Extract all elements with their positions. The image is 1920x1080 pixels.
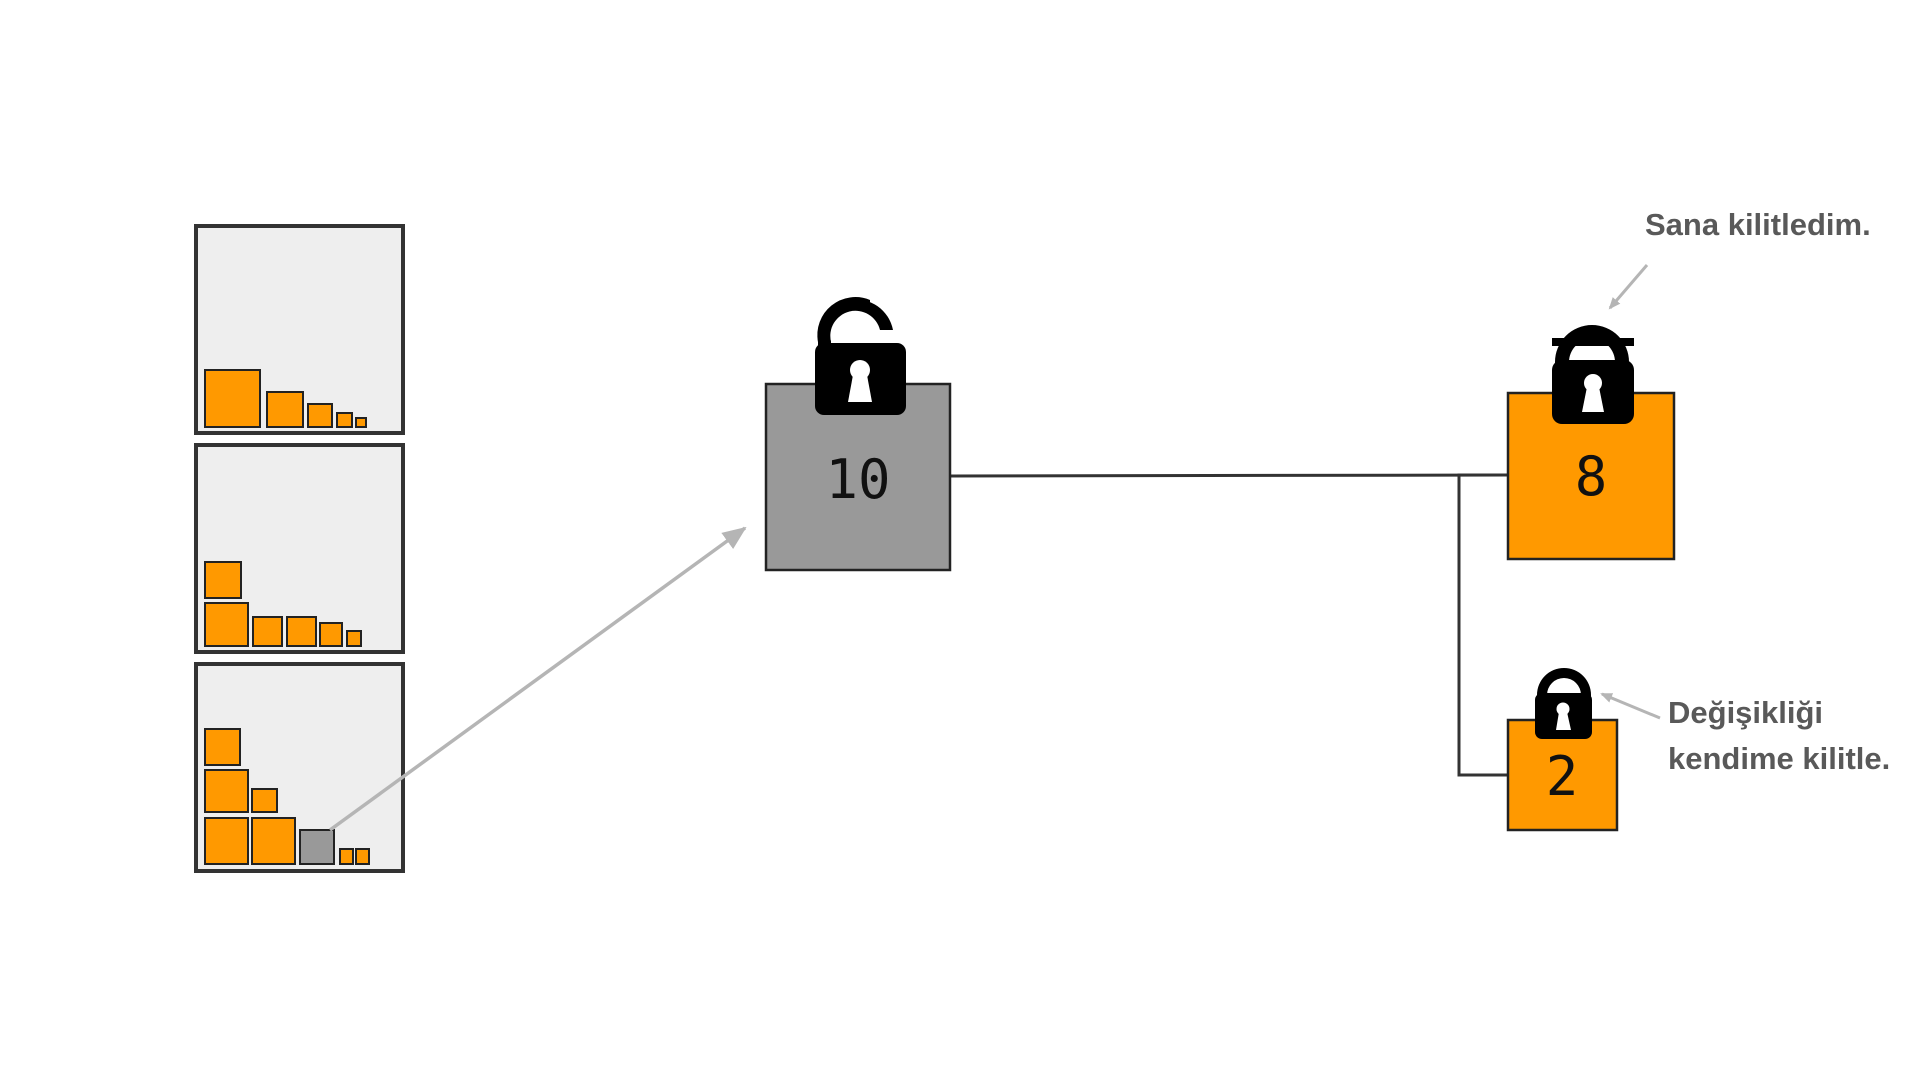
panel-blocks	[204, 728, 370, 865]
panel-blocks	[204, 369, 367, 428]
result-box-small: 2	[1506, 668, 1619, 832]
block	[204, 561, 242, 599]
panel-3	[194, 662, 405, 873]
connector-main	[949, 473, 1509, 478]
result-box-large: 8	[1506, 325, 1676, 561]
panel-stack	[194, 224, 405, 873]
block	[355, 417, 367, 428]
source-box-value: 10	[825, 448, 890, 511]
block	[252, 616, 283, 647]
block	[204, 769, 249, 813]
bottom-note-arrow	[1600, 692, 1661, 720]
selected-block	[299, 829, 335, 865]
padlock-icon	[1552, 325, 1634, 424]
block	[204, 369, 261, 428]
panel-1	[194, 224, 405, 435]
block	[346, 630, 362, 647]
top-note-arrow	[1608, 264, 1649, 310]
block	[251, 817, 296, 865]
block	[204, 728, 241, 766]
source-box-frame	[764, 382, 952, 572]
result-box-small-value: 2	[1546, 745, 1579, 808]
connector-branch	[1457, 473, 1508, 777]
unlocked-padlock-icon	[815, 297, 906, 415]
block	[319, 622, 343, 647]
split-connector	[949, 473, 1509, 777]
block	[355, 848, 370, 865]
block	[339, 848, 354, 865]
panel-2	[194, 443, 405, 654]
block	[266, 391, 304, 428]
result-box-large-value: 8	[1575, 445, 1608, 508]
block	[204, 602, 249, 647]
bottom-note-line2: kendime kilitle.	[1668, 741, 1891, 776]
block	[204, 817, 249, 865]
padlock-icon	[1535, 668, 1592, 739]
block	[286, 616, 317, 647]
block	[251, 788, 278, 813]
bottom-note-line1: Değişikliği	[1668, 695, 1824, 730]
source-box: 10	[764, 297, 952, 572]
block	[307, 403, 333, 428]
selection-arrow	[328, 526, 747, 832]
block	[336, 412, 353, 428]
panel-blocks	[204, 561, 362, 647]
top-note-label: Sana kilitledim.	[1645, 207, 1871, 242]
